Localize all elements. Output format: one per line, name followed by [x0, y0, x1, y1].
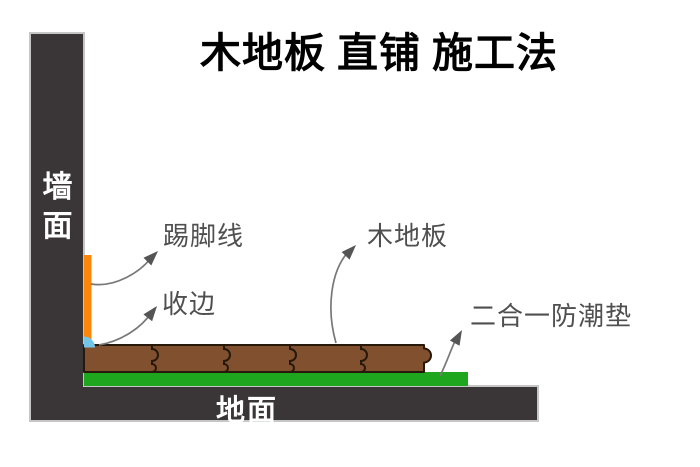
title-suffix: 施工法 — [432, 30, 558, 76]
plank-joint — [360, 345, 368, 373]
arrowheads — [143, 245, 462, 346]
arrowhead-icon — [143, 306, 157, 322]
arrow-skirting — [90, 257, 152, 286]
wood-plank-run — [83, 344, 432, 373]
arrow-moisture-pad — [439, 338, 457, 377]
arrow-wood-floor — [330, 250, 350, 344]
page-title: 木地板直铺施工法 — [0, 30, 700, 77]
title-prefix: 木地板 — [200, 30, 326, 76]
title-highlight: 直铺 — [337, 30, 421, 76]
plank-joint — [289, 345, 297, 373]
arrow-edge-trim — [98, 312, 152, 346]
skirting-strip — [84, 255, 92, 342]
arrowhead-icon — [449, 330, 462, 346]
edge-trim-callout-label: 收边 — [162, 289, 217, 319]
floor-surface-label: 地面 — [216, 395, 279, 427]
wall-surface-label: 墙面 — [42, 171, 73, 243]
plank-joint — [151, 345, 159, 373]
plank-joint — [223, 345, 231, 373]
edge-trim-piece — [84, 336, 95, 348]
skirting-callout-label: 踢脚线 — [163, 221, 245, 251]
arrowhead-icon — [143, 251, 158, 266]
arrowhead-icon — [341, 245, 356, 260]
moisture-pad-strip — [84, 372, 468, 386]
wall-and-floor-slab — [29, 32, 539, 422]
moisture-pad-callout-label: 二合一防潮垫 — [470, 301, 633, 331]
wood-floor-callout-label: 木地板 — [367, 221, 449, 251]
